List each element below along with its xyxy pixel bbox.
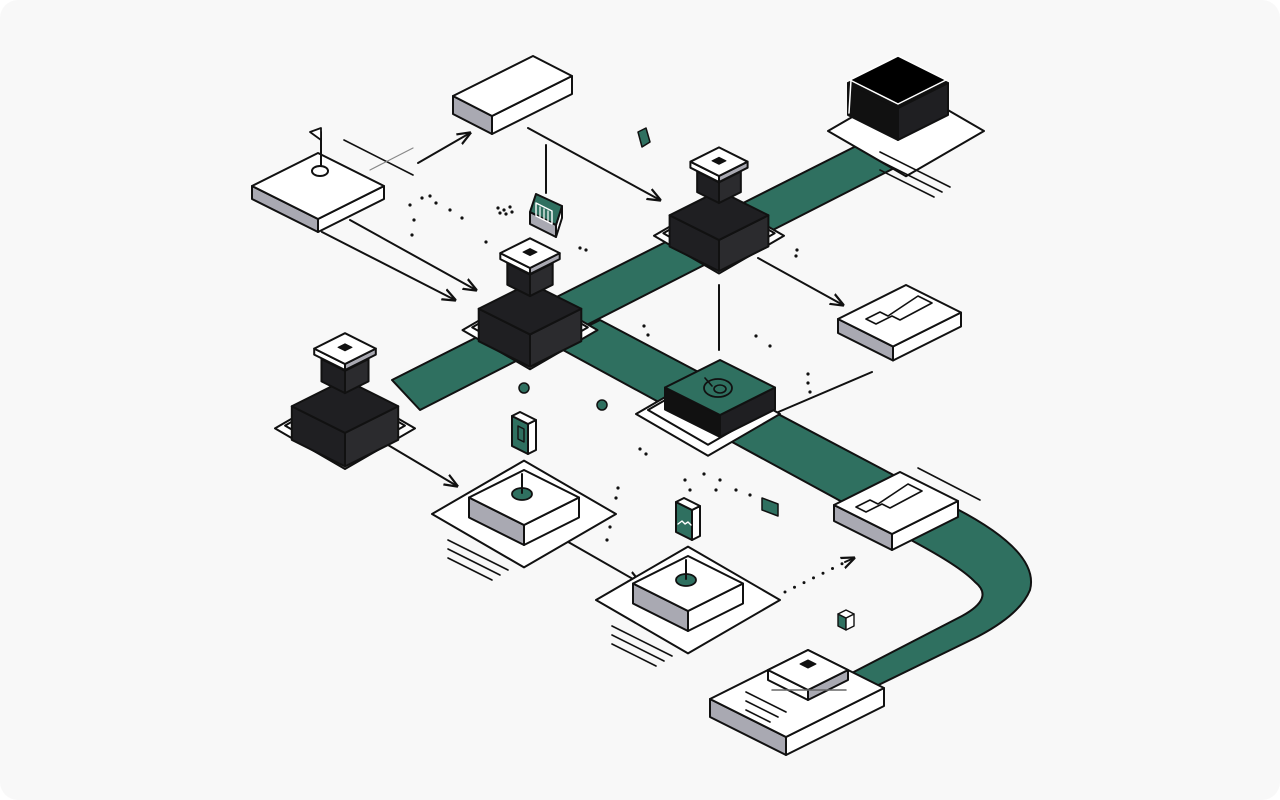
arrow-4 (758, 258, 843, 305)
tile-block-node (530, 128, 650, 237)
chart-stand-node (596, 498, 780, 666)
flag-icon (310, 128, 328, 176)
small-green-square-icon (762, 498, 778, 516)
cube-icon (838, 610, 854, 630)
chart-sign-icon (676, 498, 700, 540)
arrow-5 (383, 442, 457, 486)
green-dot (597, 400, 607, 410)
secondary-track (552, 320, 1031, 694)
header-block-node (453, 56, 572, 134)
green-dot (519, 383, 529, 393)
arrow-0 (418, 133, 470, 163)
workspace-board-node (252, 128, 413, 232)
flag-stand-node (432, 412, 616, 580)
dotted-arrow (784, 558, 855, 594)
small-green-square-icon (638, 128, 650, 147)
right-panel-node (838, 285, 961, 361)
sign-icon (512, 412, 536, 454)
bottom-terminal-node (710, 650, 884, 755)
connector-d1 (776, 372, 872, 413)
